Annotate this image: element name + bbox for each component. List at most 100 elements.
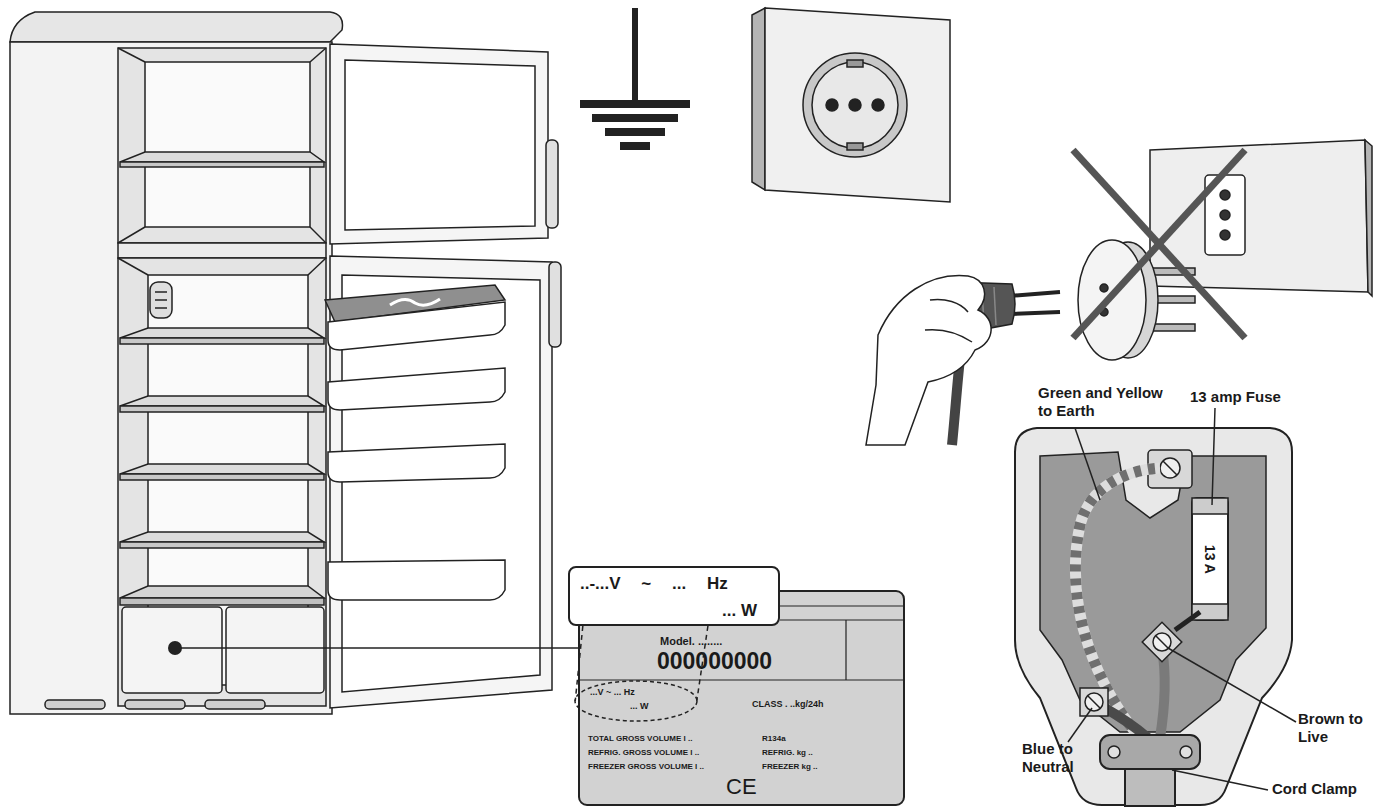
perspective-line <box>118 258 148 275</box>
wire-label: Blue to Neutral <box>1022 740 1092 776</box>
socket-face <box>812 62 898 148</box>
terminal-screw <box>1085 693 1103 711</box>
socket-plate-side <box>752 8 765 190</box>
crisper-drawer <box>122 607 222 693</box>
leader-line <box>1168 648 1296 722</box>
rating-callout-box: ..-...V ~ ... Hz ... W <box>568 566 780 626</box>
shelf <box>120 464 324 474</box>
fuse-cap <box>1192 498 1228 514</box>
plate-text: REFRIG. GROSS VOLUME l .. <box>588 749 699 757</box>
crisper-cover-edge <box>120 598 324 605</box>
leader-lines <box>1068 408 1296 790</box>
fridge-cavity <box>118 258 326 706</box>
light-grille <box>155 291 167 293</box>
plug-body <box>1015 428 1292 805</box>
shelf-edge <box>120 406 324 412</box>
earthed-socket <box>752 8 950 202</box>
plate-text: FREEZER kg .. <box>762 763 818 771</box>
vent-slot <box>125 700 185 709</box>
perspective-line <box>310 227 326 243</box>
dashed-ellipse <box>575 681 697 721</box>
plate-text: ... W <box>722 602 757 619</box>
earth-stem <box>632 8 638 102</box>
door-bin <box>328 302 505 350</box>
light-grille <box>155 299 167 301</box>
plate-leader <box>175 647 580 649</box>
plate-text: TOTAL GROSS VOLUME l .. <box>588 735 692 743</box>
socket-hole <box>1220 190 1230 200</box>
uk-plug <box>1015 428 1292 806</box>
hand <box>866 276 991 445</box>
leader-line <box>1075 428 1100 500</box>
socket-hole <box>1220 210 1230 220</box>
vent-slot <box>205 700 265 709</box>
fridge-cabinet <box>10 42 332 714</box>
earth-bar <box>620 142 650 150</box>
freezer-door-liner <box>345 60 535 230</box>
socket-plate <box>765 8 950 202</box>
shelf <box>120 328 324 338</box>
plug-pin <box>1010 312 1060 314</box>
finger-line <box>925 330 972 342</box>
plate-text: ...V ~ ... Hz <box>590 688 635 697</box>
rating-ellipse: ...V ~ ... Hz ... W <box>574 680 698 722</box>
earth-clip <box>847 60 863 67</box>
plate-text: ... W <box>630 702 649 711</box>
shelf <box>120 532 324 542</box>
plate-location-dot <box>168 641 182 655</box>
freezer-back <box>145 62 310 227</box>
crisper-drawer <box>226 607 324 693</box>
plate-text: ..-...V ~ ... Hz <box>580 575 728 592</box>
wall-plate-side <box>1365 140 1372 296</box>
leader-line <box>1212 408 1215 505</box>
perspective-line <box>308 258 326 275</box>
door-handle <box>549 262 561 347</box>
adaptor-prong <box>1150 324 1195 331</box>
earth-symbol <box>580 8 690 150</box>
adaptor-scene <box>866 140 1372 445</box>
door-bin <box>328 368 505 410</box>
part-label: Cord Clamp <box>1272 780 1372 798</box>
freezer-door <box>330 44 548 244</box>
vent-slot <box>45 700 105 709</box>
leader-line <box>1172 770 1268 790</box>
fuse <box>1192 498 1228 620</box>
finger-line <box>930 300 968 313</box>
clamp-screw <box>1108 746 1120 758</box>
socket-ring <box>803 53 907 157</box>
shelf-edge <box>120 542 324 548</box>
wire-label: Green and Yellow to Earth <box>1038 384 1178 420</box>
plate-text: REFRIG. kg .. <box>762 749 813 757</box>
earth-wire-stripe <box>1075 468 1160 738</box>
fuse-label: 13 amp Fuse <box>1190 388 1310 406</box>
door-handle <box>546 140 558 228</box>
shelf <box>120 396 324 406</box>
fuse-rating: 13 A <box>1202 533 1219 585</box>
lid-mark <box>390 299 440 305</box>
freezer-shelf-edge <box>120 162 324 167</box>
plate-text: 000000000 <box>657 650 772 673</box>
screw-slot <box>1156 636 1168 648</box>
fridge-top <box>10 12 343 42</box>
cord-clamp <box>1100 735 1200 769</box>
fuse-link <box>1175 612 1200 630</box>
shelf-edge <box>120 338 324 344</box>
prohibition-cross <box>1073 150 1245 338</box>
door-bin <box>328 560 505 600</box>
plate-text: R134a <box>762 735 786 743</box>
plate-text: CE <box>726 776 757 798</box>
plate-text: CLASS . ..kg/24h <box>752 700 824 709</box>
perspective-line <box>310 48 326 62</box>
freezer-cavity <box>118 48 326 243</box>
adaptor-hole <box>1100 284 1108 292</box>
earth-clip <box>847 143 863 150</box>
earth-wire <box>1075 468 1160 738</box>
perspective-line <box>118 227 145 243</box>
earth-bar <box>592 114 678 122</box>
plug-pin <box>1010 292 1060 296</box>
screw-slot <box>1163 461 1177 475</box>
socket-hole <box>826 99 838 111</box>
screw-slot <box>1088 696 1100 708</box>
earth-bar <box>605 128 665 136</box>
socket-hole <box>1220 230 1230 240</box>
